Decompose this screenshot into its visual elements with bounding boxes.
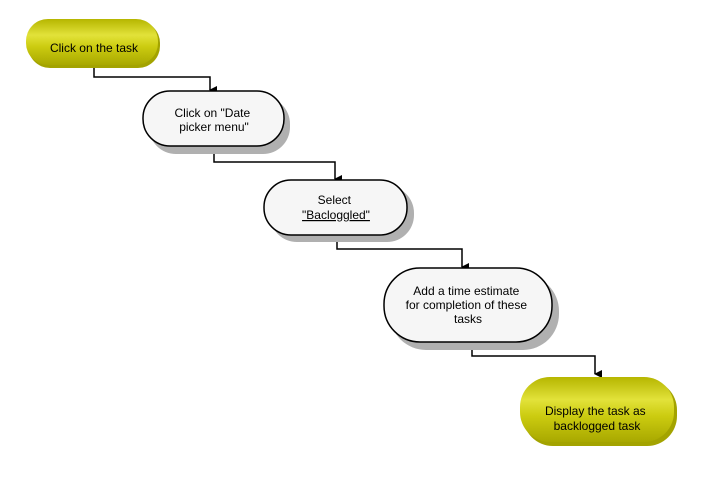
svg-text:Add a time estimate for: Add a time estimate for completion of th… xyxy=(406,284,531,326)
node-label-line: Add a time estimate xyxy=(413,284,519,298)
node-label-line: Click on the task xyxy=(50,41,139,55)
node-label-line: picker menu" xyxy=(179,120,249,134)
terminal-node-start[interactable]: Click on the task xyxy=(26,19,160,68)
node-label-line: tasks xyxy=(454,312,482,326)
svg-text:Select "Bacloggled": Select "Bacloggled" xyxy=(302,193,370,222)
svg-text:Display the task as back: Display the task as backlogged task xyxy=(545,404,649,433)
node-label-line: Display the task as xyxy=(545,404,646,418)
node-label-line: "Bacloggled" xyxy=(302,208,370,222)
process-node-date-picker[interactable]: Click on "Date picker menu" xyxy=(142,90,290,154)
process-node-time-estimate[interactable]: Add a time estimate for completion of th… xyxy=(383,267,559,350)
node-label-line: backlogged task xyxy=(554,419,642,433)
process-node-select-backlogged[interactable]: Select "Bacloggled" xyxy=(263,179,414,242)
svg-text:Click on "Date picker me: Click on "Date picker menu" xyxy=(175,106,254,134)
node-label-line: Select xyxy=(318,193,352,207)
connector-arrow-n1-to-n2 xyxy=(93,68,217,94)
terminal-node-end[interactable]: Display the task as backlogged task xyxy=(520,377,677,446)
svg-text:Click on the task: Click on the task xyxy=(50,41,139,55)
node-label-line: Click on "Date xyxy=(175,106,251,120)
node-label-line: for completion of these xyxy=(406,298,528,312)
